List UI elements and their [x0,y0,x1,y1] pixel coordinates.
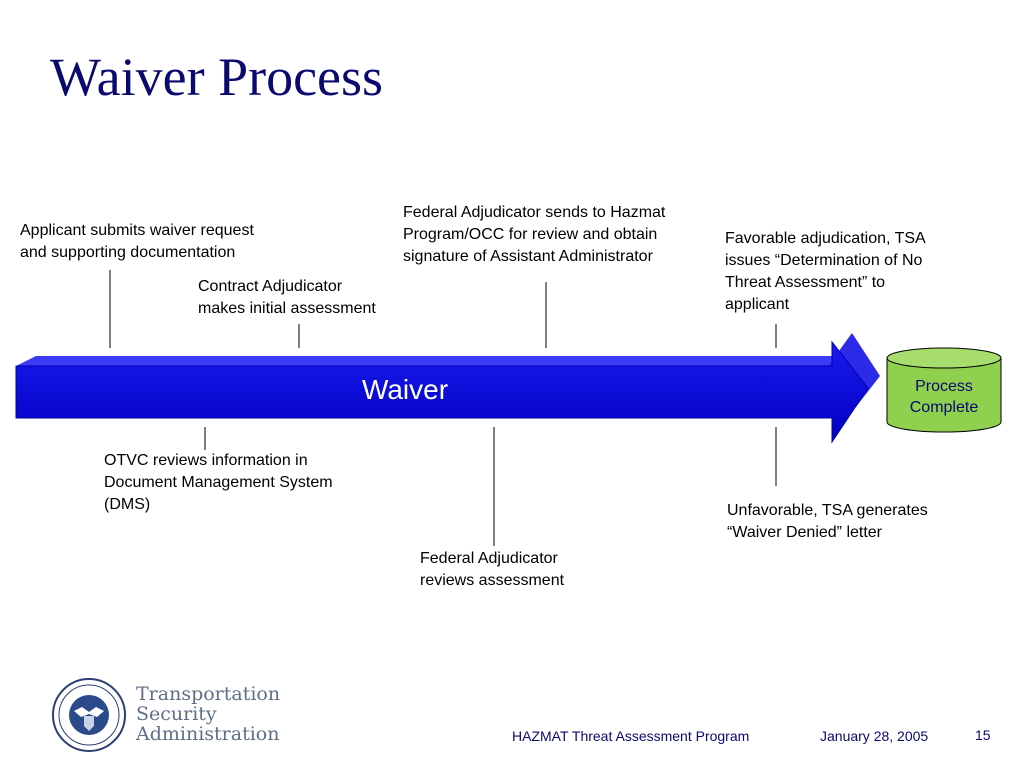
footer-program-name: HAZMAT Threat Assessment Program [512,728,750,744]
tsa-wordmark: Transportation Security Administration [136,683,281,745]
step-favorable-adjudication: Favorable adjudication, TSA issues “Dete… [725,230,926,313]
step-federal-adjudicator-reviews: Federal Adjudicator reviews assessment [420,550,565,589]
step-unfavorable: Unfavorable, TSA generates “Waiver Denie… [727,502,928,541]
step-otvc-reviews: OTVC reviews information in Document Man… [104,452,333,513]
arrow-label: Waiver [361,374,449,405]
process-complete-label: Process Complete [909,378,979,416]
waiver-arrow [15,340,869,444]
slide-title: Waiver Process [50,47,384,107]
step-federal-adjudicator-sends: Federal Adjudicator sends to Hazmat Prog… [403,204,666,265]
footer-date: January 28, 2005 [820,728,929,744]
step-applicant-submits: Applicant submits waiver request and sup… [20,222,254,261]
dhs-seal-icon [52,678,126,752]
process-complete-cylinder [886,347,1002,433]
arrow-top-face [16,356,844,366]
step-contract-adjudicator: Contract Adjudicator makes initial asses… [198,278,376,317]
page-number: 15 [975,727,991,743]
